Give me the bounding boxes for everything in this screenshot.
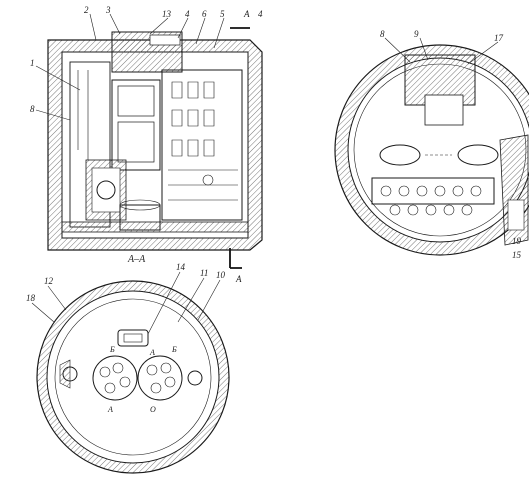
label-3: 3 [105,5,111,15]
label-11: 11 [200,268,208,278]
callout-labels: 2 3 13 4 6 5 A 4 1 8 8 9 17 19 15 A–A A … [26,5,522,414]
label-4: 4 [185,9,190,19]
label-8-right: 8 [380,29,385,39]
label-13: 13 [162,9,172,19]
label-4b: 4 [258,9,263,19]
label-1: 1 [30,58,35,68]
label-2: 2 [84,5,89,15]
face-mark-o: О [150,405,156,414]
label-8-left: 8 [30,104,35,114]
plan-view [334,37,529,256]
section-title: A–A [127,254,146,265]
face-mark-b2: Б [171,345,177,354]
label-15: 15 [512,250,522,260]
label-10: 10 [216,270,226,280]
sectional-view [35,13,263,269]
label-17: 17 [494,33,504,43]
label-18: 18 [26,293,36,303]
label-9: 9 [414,29,419,39]
label-14: 14 [176,262,186,272]
face-mark-a2: А [107,405,113,414]
label-12: 12 [44,276,54,286]
label-5: 5 [220,9,225,19]
label-19: 19 [512,236,522,246]
section-marker: A [235,274,242,284]
section-a-a-view [31,271,230,474]
face-mark-a: A [149,348,155,357]
label-a-top: A [243,9,250,19]
face-mark-b: Б [109,345,115,354]
label-6: 6 [202,9,207,19]
